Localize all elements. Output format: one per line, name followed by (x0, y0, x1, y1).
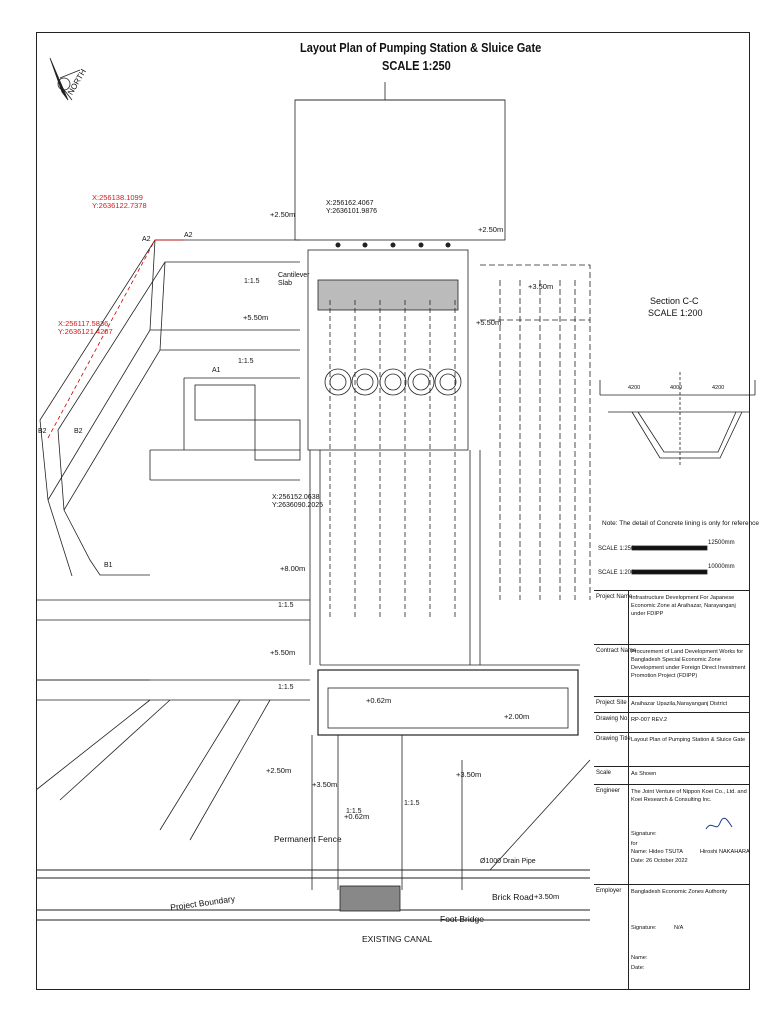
point-b2: B2 (38, 428, 47, 435)
slope-label: 1:1.5 (278, 684, 294, 691)
row-label: Drawing Title (596, 736, 631, 742)
level-label: +2.50m (270, 210, 296, 219)
row-value: The Joint Venture of Nippon Koei Co., Lt… (631, 789, 747, 803)
row-label: Project Site (596, 700, 627, 706)
section-note: Note: The detail of Concrete lining is o… (602, 520, 760, 527)
for-label: for (631, 841, 638, 847)
level-label: +3.50m (456, 770, 482, 779)
row-label: Employer (596, 888, 622, 894)
point-b2-second: B2 (74, 428, 83, 435)
section-title: Section C-C (650, 296, 699, 306)
point-a1: A1 (212, 367, 221, 374)
drain-pipe-label: Ø1000 Drain Pipe (480, 858, 536, 865)
cantilever-slab-label: Cantilever Slab (278, 272, 310, 287)
row-label: Project Name (596, 594, 633, 600)
title-block-row: Employer Bangladesh Economic Zones Autho… (594, 884, 750, 991)
row-label: Contract Name (596, 648, 637, 654)
slope-label: 1:1.5 (278, 602, 294, 609)
drawing-sheet-border (36, 32, 750, 990)
drawing-scale: SCALE 1:250 (382, 58, 451, 73)
scale-bar-label: SCALE 1:200 (598, 570, 635, 576)
north-arrow-icon (49, 57, 81, 101)
row-label: Drawing No. (596, 716, 630, 722)
level-label: +3.50m (534, 892, 560, 901)
title-block-row: Project Name Infrastructure Development … (594, 590, 750, 645)
slope-label: 1:1.5 (238, 358, 254, 365)
engineer-name-2: Hiroshi NAKAHARA (700, 849, 750, 855)
foot-bridge-label: Foot Bridge (440, 914, 484, 924)
level-label: +2.00m (504, 712, 530, 721)
permanent-fence-label: Permanent Fence (274, 834, 342, 844)
coordinate-mid: X:256152.0638 Y:2636090.2025 (272, 494, 323, 509)
title-block-divider (628, 590, 629, 990)
row-value: Infrastructure Development For Japanese … (631, 595, 736, 617)
section-dim: 4000 (670, 385, 683, 391)
title-block-row: Drawing No. RP-007 REV.2 (594, 712, 750, 733)
section-dim: 4200 (712, 385, 725, 391)
row-label: Engineer (596, 788, 621, 794)
engineer-date: Date: 26 October 2022 (631, 858, 688, 864)
row-value: Bangladesh Economic Zones Authority (631, 889, 728, 895)
point-b1: B1 (104, 562, 113, 569)
existing-canal-label: EXISTING CANAL (362, 934, 433, 944)
scale-bar-label: SCALE 1:250 (598, 546, 635, 552)
point-a2-second: A2 (184, 232, 193, 239)
level-label: +0.62m (344, 812, 370, 821)
level-label: +3.50m (312, 780, 338, 789)
section-c-c-drawing (599, 372, 756, 466)
row-value: Araihazar Upazila,Narayanganj District (631, 701, 728, 707)
drawing-title: Layout Plan of Pumping Station & Sluice … (300, 40, 542, 55)
level-label: +5.50m (476, 318, 502, 327)
signature-label: Signature: (631, 831, 657, 837)
level-label: +5.50m (270, 648, 296, 657)
pump-circles (324, 368, 462, 396)
coordinate-top: X:256162.4067 Y:2636101.9876 (326, 200, 377, 215)
slope-label: 1:1.5 (244, 278, 260, 285)
slope-label: 1:1.5 (404, 800, 420, 807)
level-label: +5.50m (243, 313, 269, 322)
brick-road-label: Brick Road (492, 892, 534, 902)
title-block-row: Engineer The Joint Venture of Nippon Koe… (594, 784, 750, 885)
section-dim: 4200 (628, 385, 641, 391)
row-value: As Shown (631, 771, 657, 777)
employer-name-label: Name: (631, 955, 648, 961)
point-a2: A2 (142, 236, 151, 243)
slope-label: 1:1.5 (346, 808, 362, 815)
level-label: +2.50m (266, 766, 292, 775)
level-label: +8.00m (280, 564, 306, 573)
level-label: +2.50m (478, 225, 504, 234)
engineer-name: Name: Hideo TSUTA (631, 849, 684, 855)
employer-signature-label: Signature: (631, 925, 657, 931)
employer-date-label: Date: (631, 965, 645, 971)
title-block: Project Name Infrastructure Development … (594, 590, 750, 990)
title-block-row: Scale As Shown (594, 766, 750, 785)
scale-bar-length: 10000mm (708, 564, 735, 570)
level-label: +3.50m (528, 282, 554, 291)
row-value: Procurement of Land Development Works fo… (631, 649, 746, 679)
title-block-row: Project Site Araihazar Upazila,Narayanga… (594, 696, 750, 713)
level-label: +0.62m (366, 696, 392, 705)
title-block-row: Drawing Title Layout Plan of Pumping Sta… (594, 732, 750, 767)
title-block-row: Contract Name Procurement of Land Develo… (594, 644, 750, 697)
row-label: Scale (596, 770, 612, 776)
section-scale: SCALE 1:200 (648, 308, 703, 318)
coordinate-b2: X:256117.5836 Y:2636121.4207 (58, 319, 113, 336)
signature-icon (705, 817, 733, 830)
row-value: Layout Plan of Pumping Station & Sluice … (631, 737, 746, 743)
employer-signature-value: N/A (674, 925, 684, 931)
row-value: RP-007 REV.2 (631, 717, 668, 723)
coordinate-a2: X:256138.1099 Y:2636122.7378 (92, 193, 147, 210)
scale-bar-length: 12500mm (708, 540, 735, 546)
